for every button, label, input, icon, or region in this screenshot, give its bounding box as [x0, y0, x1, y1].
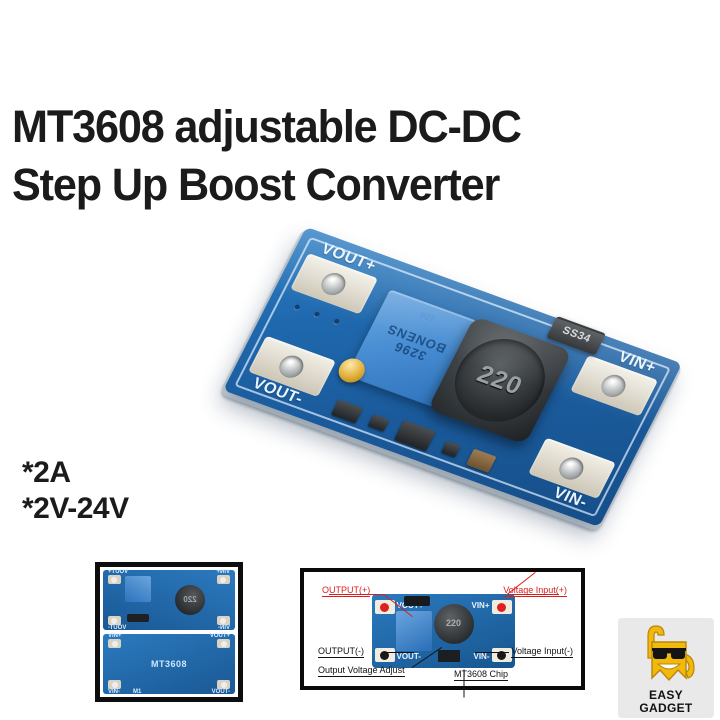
mini-label-vout-negative: VOUT-: [108, 625, 127, 631]
thumbnail-board-views: VIN+ VIN- VOUT+ VOUT- 220 VIN+ VIN- VOUT…: [95, 562, 243, 702]
easy-gadget-mascot-icon: [647, 625, 695, 682]
diagram-diode: [403, 596, 430, 606]
inductor-marking: 220: [472, 360, 528, 401]
diagram-mt3608-chip: [437, 650, 460, 662]
mini-label-vin-positive: VIN+: [216, 569, 230, 575]
annotation-mt3608-chip: MT3608 Chip: [454, 669, 509, 681]
mini-pad-vout-negative: [217, 680, 230, 689]
spec-item-voltage: *2V-24V: [22, 492, 129, 525]
annotation-input-positive: Voltage Input(+): [503, 585, 567, 597]
pcb-perspective-wrapper: VOUT+ VOUT- VIN+ VIN- 104 3296 BONENS 22…: [154, 165, 720, 622]
mini-pad-vin-negative: [217, 616, 230, 625]
mini-inductor: 220: [175, 585, 205, 615]
annotated-pinout-diagram: VOUT+ VOUT- VIN+ VIN- 220 OUTPUT(+) Volt…: [300, 568, 585, 698]
product-title: MT3608 adjustable DC-DC Step Up Boost Co…: [12, 98, 712, 214]
mt3608-pcb: VOUT+ VOUT- VIN+ VIN- 104 3296 BONENS 22…: [223, 226, 683, 528]
mini-pad-vout-positive: [217, 639, 230, 648]
leader-line-input-positive: [507, 594, 559, 595]
brand-name: EASY GADGET: [618, 689, 714, 715]
leader-line-input-negative: [475, 652, 509, 653]
diagram-label-vin-negative: VIN-: [473, 652, 490, 661]
brand-name-line-1: EASY: [649, 688, 683, 702]
product-title-line-1: MT3608 adjustable DC-DC: [12, 101, 522, 152]
mini-pad-vin-positive: [217, 575, 230, 584]
leader-line-output-positive: [329, 594, 384, 595]
annotation-output-negative: OUTPUT(-): [318, 646, 364, 658]
diagram-label-vin-positive: VIN+: [471, 601, 490, 610]
mini-chip-name: MT3608: [150, 659, 188, 669]
mini-pad-vin-negative: [108, 680, 121, 689]
diagram-board: VOUT+ VOUT- VIN+ VIN- 220: [371, 594, 515, 668]
mini-label-mark: M1: [133, 689, 142, 695]
product-title-line-2: Step Up Boost Converter: [12, 159, 500, 210]
diagram-pad-input-positive: [491, 600, 512, 614]
thumbnail-inner: VIN+ VIN- VOUT+ VOUT- 220 VIN+ VIN- VOUT…: [100, 567, 238, 697]
annotation-output-positive: OUTPUT(+): [322, 585, 371, 597]
mini-pad-vin-positive: [108, 639, 121, 648]
diagram-inductor: 220: [433, 604, 474, 644]
brand-logo-panel: EASY GADGET: [618, 618, 714, 718]
mini-trimmer: [125, 576, 151, 602]
diagram-trimmer: [395, 611, 432, 651]
diagram-pad-output-positive: [374, 600, 395, 614]
brand-name-line-2: GADGET: [639, 701, 693, 715]
annotation-input-negative: Voltage Input(-): [511, 646, 573, 658]
mini-pad-vout-positive: [108, 575, 121, 584]
mini-pad-vout-negative: [108, 616, 121, 625]
board-top-view: VIN+ VIN- VOUT+ VOUT- 220: [103, 569, 235, 631]
hero-product-photo: VOUT+ VOUT- VIN+ VIN- 104 3296 BONENS 22…: [215, 226, 685, 558]
mini-label-vin-positive: VIN+: [108, 633, 122, 639]
mini-label-vin-negative: VIN-: [218, 625, 230, 631]
mini-label-vout-positive: VOUT+: [108, 569, 129, 575]
mini-label-vout-negative: VOUT-: [211, 689, 230, 695]
diagram-pad-input-negative: [491, 648, 512, 662]
leader-line-output-negative: [382, 652, 414, 653]
spec-item-current: *2A: [22, 456, 71, 489]
board-bottom-view: VIN+ VIN- VOUT+ VOUT- M1 MT3608: [103, 633, 235, 695]
diagram-inductor-marking: 220: [445, 618, 462, 628]
specification-list: *2A *2V-24V: [22, 455, 129, 527]
diagram-pad-output-negative: [374, 648, 395, 662]
annotation-voltage-adjust: Output Voltage Adjust: [318, 665, 405, 677]
mini-diode: [127, 614, 149, 622]
mini-label-vin-negative: VIN-: [108, 689, 120, 695]
diagram-label-vout-negative: VOUT-: [396, 652, 421, 661]
mini-inductor-marking: 220: [183, 595, 197, 604]
mini-label-vout-positive: VOUT+: [209, 633, 230, 639]
